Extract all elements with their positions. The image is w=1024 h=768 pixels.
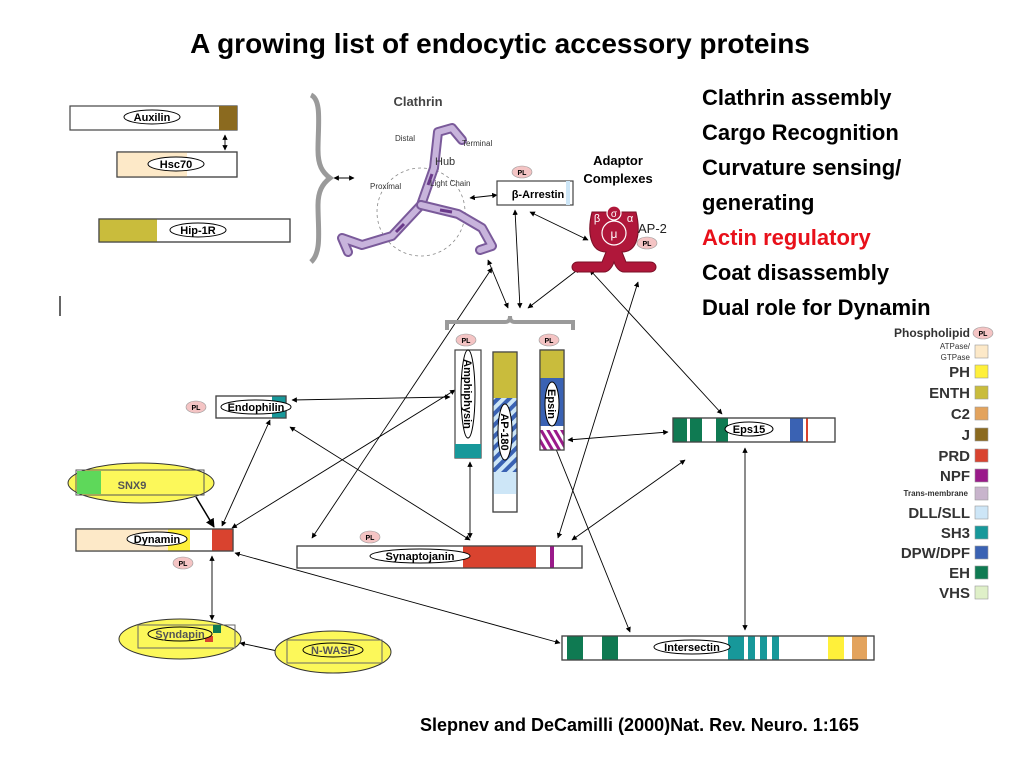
- membrane-binding-bracket: [445, 315, 575, 330]
- ap180-protein: AP-180: [492, 351, 518, 513]
- hsc70-protein: Hsc70: [116, 151, 238, 178]
- nwasp-label: N-WASP: [311, 645, 355, 657]
- accessory-role-list: Clathrin assembly Cargo Recognition Curv…: [702, 80, 931, 325]
- hsc70-label: Hsc70: [160, 159, 192, 171]
- legend-swatch-enth: [974, 385, 989, 400]
- pl-badge: PL: [192, 405, 202, 412]
- legend-swatch-c2: [974, 406, 989, 421]
- eps15-protein: Eps15: [672, 417, 836, 443]
- intersectin-protein: Intersectin: [561, 635, 875, 661]
- legend-label-vhs: VHS: [939, 585, 970, 602]
- clathrin-binding-bracket: [309, 92, 335, 264]
- legend-label-ph: PH: [949, 364, 970, 381]
- interaction-arrows: [209, 134, 748, 654]
- page-title: A growing list of endocytic accessory pr…: [190, 28, 810, 59]
- clathrin-label: Clathrin: [393, 94, 442, 109]
- legend-swatch-sh3: [974, 525, 989, 540]
- hub-label: Hub: [435, 156, 455, 168]
- legend-label-prd: PRD: [938, 448, 970, 465]
- endophilin-protein: PL Endophilin: [185, 395, 292, 419]
- legend-swatch-ph: [974, 364, 989, 379]
- dynamin-label: Dynamin: [134, 534, 181, 546]
- legend-swatch-prd: [974, 448, 989, 463]
- legend-label-j: J: [962, 427, 970, 444]
- role-item: Cargo Recognition: [702, 120, 899, 145]
- legend-label-atpase: ATPase/: [940, 342, 971, 351]
- legend-label-enth: ENTH: [929, 385, 970, 402]
- synaptojanin-label: Synaptojanin: [385, 551, 454, 563]
- role-item: Clathrin assembly: [702, 85, 892, 110]
- legend-swatch-dll-sll: [974, 505, 989, 520]
- amphiphysin-protein: PL Amphiphysin: [454, 333, 482, 459]
- sigma-subunit: σ: [611, 209, 618, 220]
- adaptor-label-line1: Adaptor: [593, 153, 643, 168]
- pl-badge: PL: [979, 331, 989, 338]
- role-item: Coat disassembly: [702, 260, 890, 285]
- snx9-label: SNX9: [118, 480, 147, 492]
- mu-subunit: μ: [611, 227, 618, 241]
- synaptojanin-protein: PL Synaptojanin: [296, 530, 583, 569]
- intersectin-label: Intersectin: [664, 642, 720, 654]
- legend-swatch-dpw-dpf: [974, 545, 989, 560]
- hip1r-label: Hip-1R: [180, 225, 216, 237]
- terminal-label: Terminal: [462, 139, 492, 148]
- pl-badge: PL: [179, 561, 189, 568]
- pl-badge: PL: [643, 241, 653, 248]
- alpha-subunit: α: [627, 213, 634, 225]
- hip1r-protein: Hip-1R: [98, 218, 291, 243]
- legend-swatch-atpase: [974, 344, 989, 359]
- ap2-label: AP-2: [638, 221, 667, 236]
- legend-label-dpw-dpf: DPW/DPF: [901, 545, 970, 562]
- light-chain-label: Light Chain: [430, 179, 470, 188]
- clathrin-triskelion: Clathrin Distal Terminal Hub Proximal Li…: [337, 94, 497, 257]
- amphiphysin-label: Amphiphysin: [461, 359, 473, 429]
- beta-subunit: β: [594, 213, 600, 225]
- nwasp-protein: N-WASP: [274, 630, 392, 674]
- legend-swatch-transmembrane: [974, 486, 989, 501]
- legend-label-sh3: SH3: [941, 525, 970, 542]
- citation: Slepnev and DeCamilli (2000)Nat. Rev. Ne…: [420, 715, 859, 735]
- syndapin-protein: Syndapin: [118, 618, 242, 660]
- legend-label-npf: NPF: [940, 468, 970, 485]
- legend-label-dll-sll: DLL/SLL: [908, 505, 970, 522]
- legend-swatch-eh: [974, 565, 989, 580]
- pl-badge: PL: [518, 170, 528, 177]
- legend-label-phospholipid: Phospholipid: [894, 326, 970, 340]
- adaptor-label-line2: Complexes: [583, 171, 652, 186]
- snx9-protein: SNX9: [67, 462, 215, 504]
- legend-swatch-j: [974, 427, 989, 442]
- legend-label-transmembrane: Trans-membrane: [904, 489, 969, 498]
- snx9-link: [195, 496, 215, 528]
- ap2-adaptor-complex: Adaptor Complexes σ β α μ AP-2 PL: [571, 153, 667, 273]
- role-item: Dual role for Dynamin: [702, 295, 931, 320]
- proximal-label: Proximal: [370, 182, 401, 191]
- epsin-protein: PL Epsin: [538, 333, 565, 451]
- pl-badge: PL: [366, 535, 376, 542]
- pl-badge: PL: [545, 338, 555, 345]
- distal-label: Distal: [395, 134, 415, 143]
- eps15-label: Eps15: [733, 424, 765, 436]
- auxilin-label: Auxilin: [134, 112, 171, 124]
- pl-badge: PL: [462, 338, 472, 345]
- legend-label-eh: EH: [949, 565, 970, 582]
- legend-label-gtpase: GTPase: [941, 353, 971, 362]
- domain-legend: Phospholipid PL ATPase/ GTPase PH ENTH C…: [894, 326, 994, 602]
- role-item-actin: Actin regulatory: [702, 225, 871, 250]
- endophilin-label: Endophilin: [228, 402, 285, 414]
- epsin-label: Epsin: [545, 389, 557, 419]
- auxilin-protein: Auxilin: [69, 105, 238, 131]
- legend-swatch-vhs: [974, 585, 989, 600]
- ap180-label: AP-180: [498, 413, 510, 450]
- syndapin-label: Syndapin: [155, 629, 205, 641]
- arrestin-label: β-Arrestin: [512, 189, 565, 201]
- role-item: Curvature sensing/: [702, 155, 902, 180]
- legend-label-c2: C2: [951, 406, 970, 423]
- beta-arrestin-protein: PL β-Arrestin: [496, 165, 574, 206]
- legend-swatch-npf: [974, 468, 989, 483]
- dynamin-protein: Dynamin PL: [75, 528, 234, 570]
- role-item: generating: [702, 190, 815, 215]
